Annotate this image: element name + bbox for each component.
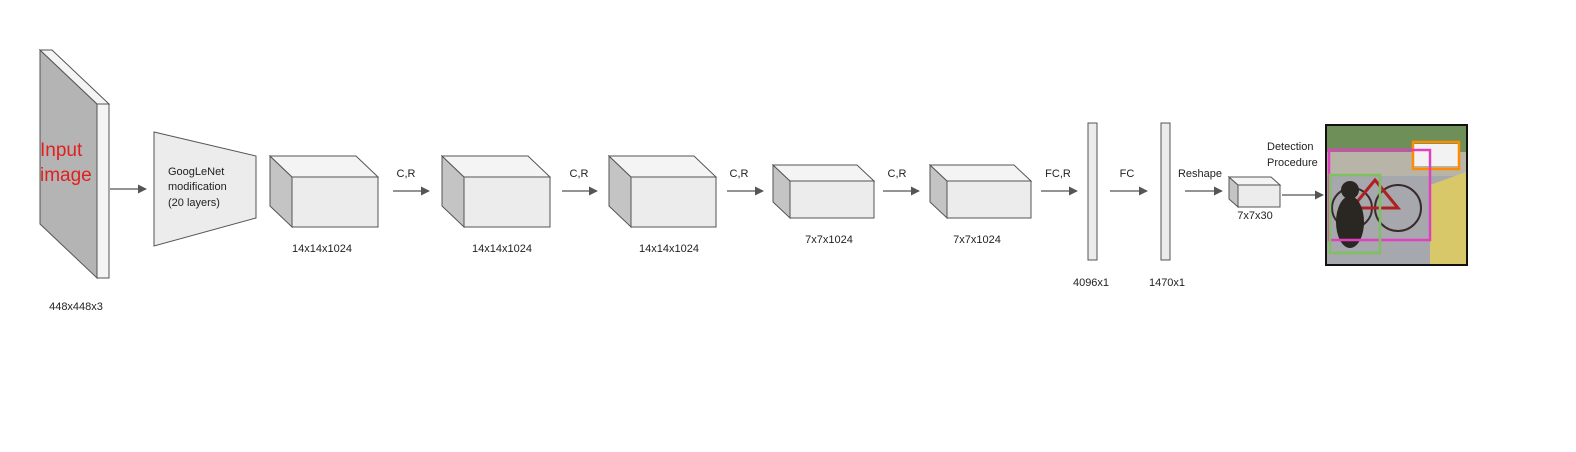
conv-stage-2-box xyxy=(440,154,552,229)
input-image-slab xyxy=(38,48,111,280)
detection-result-image xyxy=(1325,124,1468,266)
conv-stage-1-box xyxy=(268,154,380,229)
vector-1470-bar xyxy=(1160,122,1171,261)
output-tensor-box xyxy=(1227,175,1282,209)
detection-box-car xyxy=(1411,140,1461,171)
vector-4096-dims: 4096x1 xyxy=(1073,277,1109,289)
op-label-3: C,R xyxy=(730,168,749,180)
vector-4096-bar xyxy=(1087,122,1098,261)
op-label-1: C,R xyxy=(397,168,416,180)
detection-label-line1: Detection xyxy=(1267,141,1313,153)
op-label-2: C,R xyxy=(570,168,589,180)
input-title-line1: Input xyxy=(40,140,83,161)
conv-stage-2-dims: 14x14x1024 xyxy=(472,243,532,255)
input-title-line2: image xyxy=(40,165,92,186)
googlenet-line2: modification xyxy=(168,181,227,193)
output-tensor-dims: 7x7x30 xyxy=(1237,210,1272,222)
op-label-5: FC,R xyxy=(1045,168,1071,180)
vector-1470-dims: 1470x1 xyxy=(1149,277,1185,289)
detection-label-line2: Procedure xyxy=(1267,157,1318,169)
conv-stage-4-dims: 7x7x1024 xyxy=(805,234,853,246)
detection-box-dog xyxy=(1328,173,1382,255)
input-dims-label: 448x448x3 xyxy=(49,301,103,313)
googlenet-block xyxy=(153,131,257,247)
conv-stage-4-box xyxy=(771,163,876,220)
googlenet-line1: GoogLeNet xyxy=(168,166,224,178)
conv-stage-5-box xyxy=(928,163,1033,220)
conv-stage-3-dims: 14x14x1024 xyxy=(639,243,699,255)
op-label-4: C,R xyxy=(888,168,907,180)
conv-stage-3-box xyxy=(607,154,718,229)
op-label-7: Reshape xyxy=(1178,168,1222,180)
op-label-6: FC xyxy=(1120,168,1135,180)
conv-stage-1-dims: 14x14x1024 xyxy=(292,243,352,255)
conv-stage-5-dims: 7x7x1024 xyxy=(953,234,1001,246)
googlenet-line3: (20 layers) xyxy=(168,197,220,209)
